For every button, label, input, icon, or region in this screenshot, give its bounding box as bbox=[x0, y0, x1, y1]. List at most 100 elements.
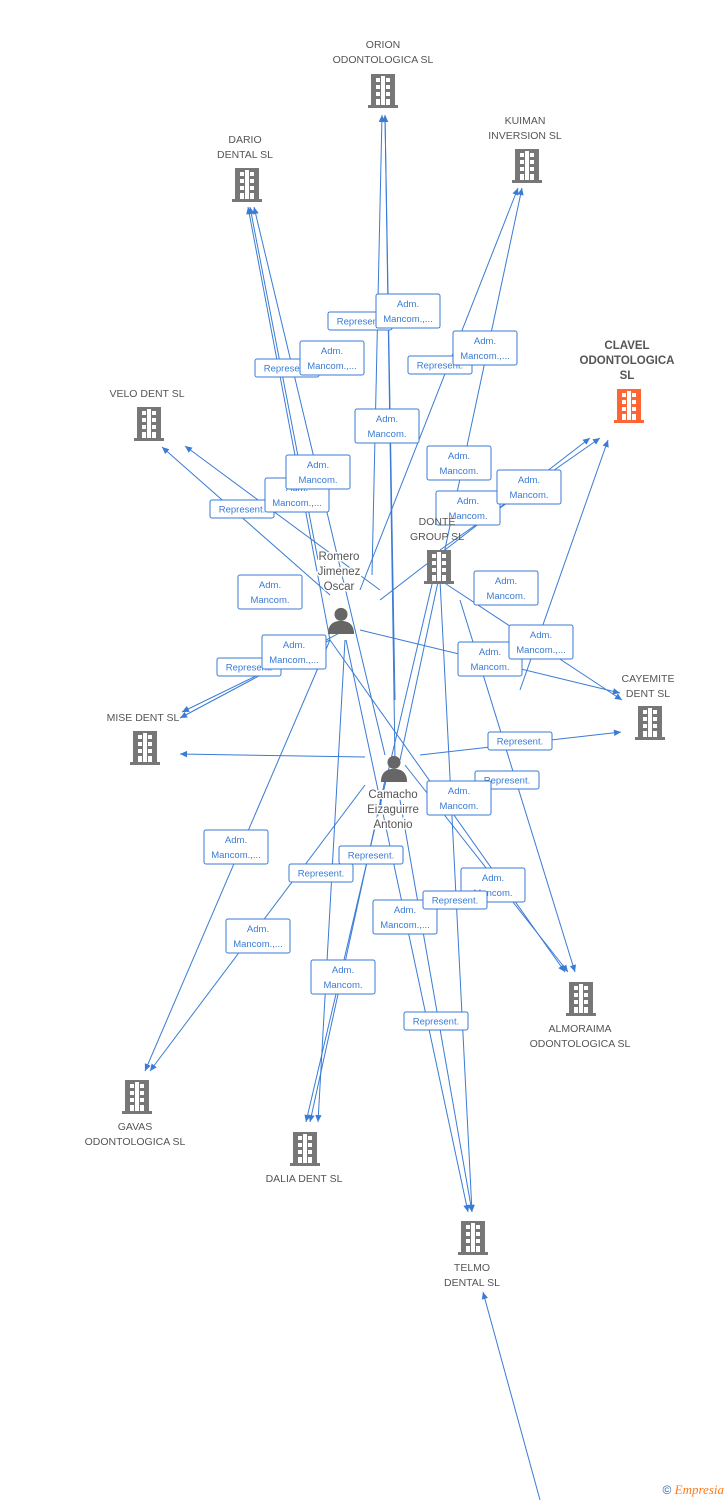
building-icon bbox=[122, 1080, 152, 1114]
edge-label[interactable]: Adm.Mancom. bbox=[237, 574, 303, 610]
edge-label-box bbox=[338, 845, 404, 865]
edge-label[interactable]: Represent. bbox=[487, 731, 553, 751]
building-icon bbox=[458, 1221, 488, 1255]
node-label: ALMORAIMA bbox=[548, 1023, 611, 1035]
node-label: SL bbox=[620, 370, 635, 382]
edge-label-text: Adm. bbox=[495, 576, 517, 587]
edge-label-box bbox=[203, 829, 269, 865]
edge-label-text: Mancom.,... bbox=[383, 314, 433, 325]
edge-label-box bbox=[426, 780, 492, 816]
copyright-symbol: © bbox=[662, 1483, 672, 1497]
edge-arrowhead bbox=[467, 1204, 474, 1212]
edge-arrowhead bbox=[592, 438, 600, 445]
edge-label-text: Adm. bbox=[376, 414, 398, 425]
edge-label-box bbox=[487, 731, 553, 751]
edge-arrowhead bbox=[512, 188, 519, 196]
building-icon bbox=[614, 389, 644, 423]
footer-credit: © Empresia bbox=[662, 1482, 724, 1498]
edge-label[interactable]: Adm.Mancom. bbox=[426, 445, 492, 481]
edge-label-text: Mancom.,... bbox=[307, 361, 357, 372]
edge-label[interactable]: Adm.Mancom.,... bbox=[299, 340, 365, 376]
node-label: ORION bbox=[366, 39, 400, 51]
edge-label-text: Represent. bbox=[484, 776, 530, 787]
edge-label-box bbox=[299, 340, 365, 376]
edge-label-text: Adm. bbox=[307, 460, 329, 471]
edge-label[interactable]: Adm. Mancom. bbox=[354, 408, 420, 444]
node-label: Romero bbox=[319, 551, 360, 563]
edge-label[interactable]: Adm.Mancom. bbox=[435, 490, 501, 526]
node-label: ODONTOLOGICA SL bbox=[333, 54, 434, 66]
edge-label-box bbox=[288, 863, 354, 883]
edge-label[interactable]: Represent. bbox=[288, 863, 354, 883]
building-icon bbox=[134, 407, 164, 441]
edge-label-text: Adm. bbox=[225, 835, 247, 846]
edge-label[interactable]: Adm.Mancom.,... bbox=[375, 293, 441, 329]
edge-label-box bbox=[225, 918, 291, 954]
edge-label-text: Mancom.,... bbox=[269, 655, 319, 666]
edge-label[interactable]: Adm. Mancom. bbox=[426, 780, 492, 816]
person-icon bbox=[380, 755, 408, 782]
edge-label[interactable]: Adm.Mancom.,... bbox=[372, 899, 438, 935]
relation-edge bbox=[184, 445, 381, 591]
edge-label[interactable]: Represent. bbox=[209, 499, 275, 519]
edge-label[interactable]: Represent. bbox=[422, 890, 488, 910]
edge-arrowhead bbox=[582, 438, 590, 445]
edge-label[interactable]: Represent. bbox=[338, 845, 404, 865]
edge-label-text: Adm. bbox=[247, 924, 269, 935]
edge-arrowhead bbox=[246, 207, 253, 215]
edge-arrowhead bbox=[481, 1292, 488, 1300]
edge-label-text: Represent. bbox=[417, 361, 463, 372]
edge-labels-layer: Represent.Adm.Mancom.,...Represent.Adm.M… bbox=[203, 293, 574, 1031]
node-dalia[interactable]: DALIA DENT SL bbox=[266, 1132, 343, 1185]
edge-arrowhead bbox=[144, 1063, 151, 1071]
edge-label[interactable]: Adm.Mancom.,... bbox=[261, 634, 327, 670]
edge-label-box bbox=[435, 490, 501, 526]
edge-label[interactable]: Adm. Mancom.,... bbox=[203, 829, 269, 865]
node-orion[interactable]: ORION ODONTOLOGICA SL bbox=[333, 39, 434, 108]
node-velo[interactable]: VELO DENT SL bbox=[109, 388, 185, 441]
edge-label[interactable]: Adm.Mancom. bbox=[473, 570, 539, 606]
edge-label-box bbox=[261, 634, 327, 670]
empresia-logo[interactable]: Empresia bbox=[674, 1482, 724, 1497]
building-icon bbox=[566, 982, 596, 1016]
edge-label-box bbox=[452, 330, 518, 366]
edge-label-text: Adm. bbox=[482, 873, 504, 884]
relation-edge bbox=[399, 799, 473, 1213]
node-label: Camacho bbox=[368, 789, 417, 801]
relation-edge bbox=[179, 753, 366, 758]
node-label: ODONTOLOGICA SL bbox=[530, 1038, 631, 1050]
edge-label-text: Mancom. bbox=[367, 429, 406, 440]
edge-label[interactable]: Represent. bbox=[403, 1011, 469, 1031]
edge-label[interactable]: Adm.Mancom.,... bbox=[225, 918, 291, 954]
edge-label-text: Mancom.,... bbox=[380, 920, 430, 931]
edge-label-text: Represent. bbox=[337, 317, 383, 328]
edge-label-text: Represent. bbox=[226, 663, 272, 674]
edge-label[interactable]: Adm.Mancom. bbox=[310, 959, 376, 995]
node-almoraima[interactable]: ALMORAIMA ODONTOLOGICA SL bbox=[530, 982, 631, 1050]
edge-label-text: Adm. bbox=[448, 786, 470, 797]
node-mise[interactable]: MISE DENT SL bbox=[107, 712, 180, 765]
edge-label[interactable]: Adm.Mancom.,... bbox=[452, 330, 518, 366]
edge-label[interactable]: Adm.Mancom. bbox=[496, 469, 562, 505]
edge-label-text: Adm. bbox=[530, 630, 552, 641]
edge-label-text: Mancom.,... bbox=[516, 645, 566, 656]
edge-label-text: Mancom.,... bbox=[211, 850, 261, 861]
building-icon bbox=[368, 74, 398, 108]
edge-label-text: Represent. bbox=[413, 1017, 459, 1028]
edge-label-text: Mancom. bbox=[439, 801, 478, 812]
edge-label-box bbox=[508, 624, 574, 660]
edge-label[interactable]: Adm.Mancom. bbox=[285, 454, 351, 490]
node-label: GROUP SL bbox=[410, 531, 464, 543]
edge-arrowhead bbox=[561, 964, 568, 972]
edge-label[interactable]: Adm. Mancom.,... bbox=[508, 624, 574, 660]
